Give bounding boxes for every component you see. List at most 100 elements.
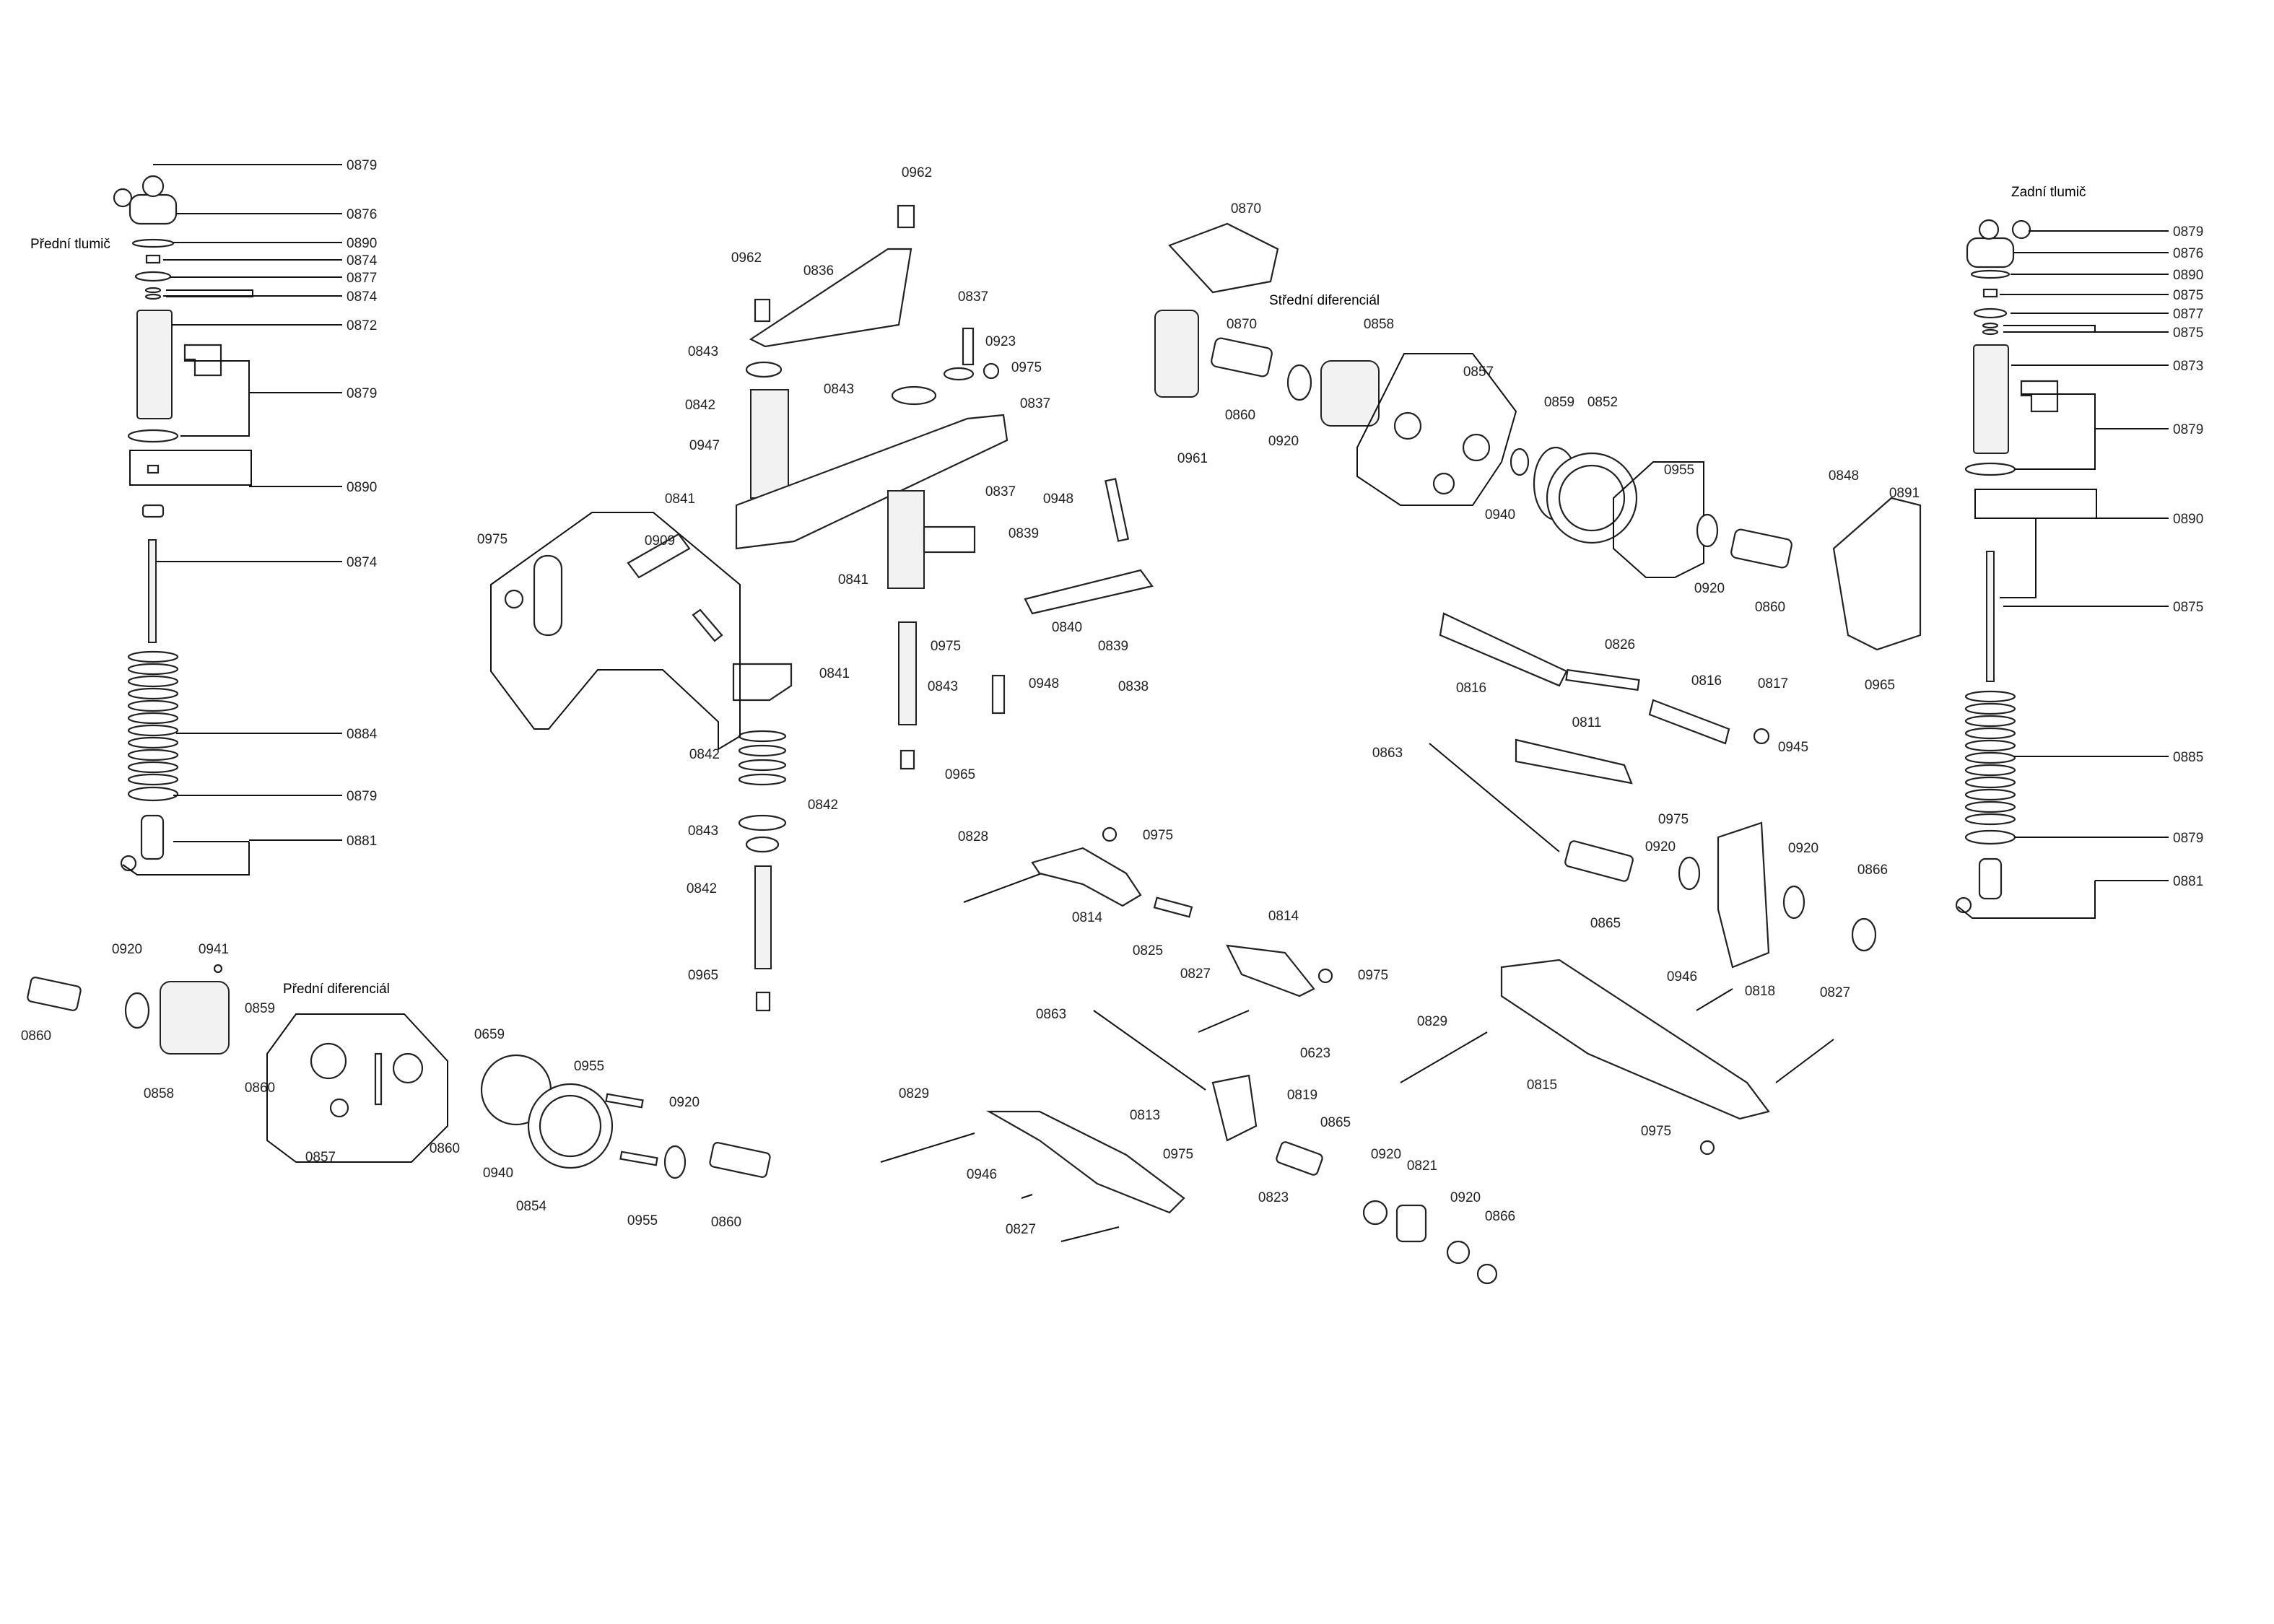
part-number-label: 0813 [1130,1108,1160,1123]
part-number-label: 0841 [819,666,850,681]
spring-coil [127,748,179,761]
part-number-label: 0623 [1300,1046,1330,1061]
spring-coil [738,773,787,786]
part-number-label: 0854 [516,1199,547,1214]
part-number-label: 0890 [2173,512,2203,527]
part-number-label: 0875 [2173,600,2203,615]
title-center-differential: Střední diferenciál [1269,293,1380,308]
rear-spring [1964,690,2016,826]
part-number-label: 0870 [1227,317,1257,332]
part-number-label: 0946 [1667,969,1697,985]
part-number-label: 0840 [1052,620,1082,635]
part-number-label: 0879 [2173,831,2203,846]
spring-coil [127,761,179,774]
part-number-label: 0955 [574,1059,604,1074]
part-number-label: 0860 [1225,408,1255,423]
part-number-label: 0874 [347,555,378,570]
part-number-label: 0891 [1889,486,1920,501]
rear-shock-assembly [1955,219,2097,919]
part-number-label: 0920 [669,1095,700,1110]
part-number-label: 0852 [1587,395,1618,410]
spring-coil [1964,727,2016,740]
rear-suspension-assembly [1400,612,1877,1156]
part-number-label: 0860 [245,1081,275,1096]
spring-coil [127,712,179,725]
part-number-label: 0879 [347,386,377,401]
part-number-label: 0874 [347,253,378,269]
part-number-label: 0975 [1358,968,1388,983]
spring-coil [127,675,179,688]
part-number-label: 0955 [627,1213,658,1228]
part-number-label: 0874 [347,289,378,305]
part-number-label: 0826 [1605,637,1635,652]
spring-coil [127,724,179,737]
part-number-label: 0879 [347,789,377,804]
spring-coil [1964,788,2016,801]
part-number-label: 0818 [1745,984,1775,999]
spring-coil [1964,690,2016,703]
part-number-label: 0858 [1364,317,1394,332]
part-number-label: 0814 [1268,909,1299,924]
part-number-label: 0965 [688,968,718,983]
part-number-label: 0877 [2173,307,2203,322]
part-number-label: 0842 [687,881,717,896]
part-number-label: 0920 [1268,434,1299,449]
part-number-label: 0920 [1788,841,1818,856]
part-number-label: 0920 [1450,1190,1481,1205]
part-number-label: 0881 [2173,874,2203,889]
spring-coil [127,687,179,700]
spring-coil [1964,715,2016,728]
part-number-label: 0975 [1143,828,1173,843]
part-number-label: 0879 [2173,224,2203,240]
front-spring [127,650,179,786]
part-number-label: 0965 [1865,678,1895,693]
part-number-label: 0890 [2173,268,2203,283]
part-number-label: 0860 [430,1141,460,1156]
part-number-label: 0879 [2173,422,2203,437]
part-number-label: 0865 [1320,1115,1351,1130]
part-number-label: 0948 [1043,492,1073,507]
spring-coil [1964,764,2016,777]
front-shock-assembly [113,175,253,876]
part-number-label: 0975 [477,532,507,547]
part-number-label: 0975 [1641,1124,1671,1139]
part-number-label: 0860 [1755,600,1785,615]
title-front-shock: Přední tlumič [30,237,110,252]
part-number-label: 0920 [1371,1147,1401,1162]
part-number-label: 0873 [2173,359,2203,374]
part-number-label: 0946 [967,1167,997,1182]
title-rear-shock: Zadní tlumič [2011,185,2086,200]
part-number-label: 0875 [2173,288,2203,303]
part-number-label: 0870 [1231,201,1261,217]
part-number-label: 0859 [245,1001,275,1016]
part-number-label: 0827 [1180,966,1211,982]
part-number-label: 0836 [803,263,834,279]
part-number-label: 0975 [1163,1147,1193,1162]
part-number-label: 0884 [347,727,378,742]
part-number-label: 0839 [1098,639,1128,654]
part-number-label: 0825 [1133,943,1163,959]
part-number-label: 0940 [1485,507,1515,523]
part-number-label: 0843 [688,824,718,839]
part-number-label: 0837 [1020,396,1050,411]
part-number-label: 0841 [665,492,695,507]
part-number-label: 0863 [1036,1007,1066,1022]
part-number-label: 0975 [1011,360,1042,375]
part-number-label: 0881 [347,834,377,849]
part-number-label: 0876 [347,207,377,222]
part-number-label: 0948 [1029,676,1059,691]
part-number-label: 0860 [21,1029,51,1044]
part-number-label: 0811 [1572,715,1602,730]
part-number-label: 0909 [645,533,675,549]
spring-coil [127,699,179,712]
part-number-label: 0843 [824,382,854,397]
part-number-label: 0947 [689,438,720,453]
part-number-label: 0842 [689,747,720,762]
part-number-label: 0817 [1758,676,1788,691]
front-differential-assembly [27,964,771,1179]
part-number-label: 0819 [1287,1088,1317,1103]
part-number-label: 0815 [1527,1078,1557,1093]
part-number-label: 0843 [928,679,958,694]
spring-coil [127,736,179,749]
